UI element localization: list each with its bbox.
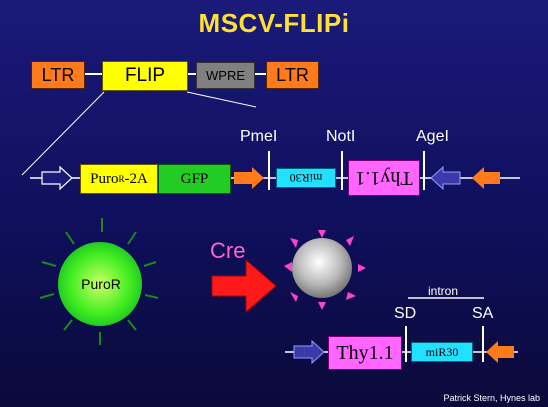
sd-label: SD bbox=[394, 305, 417, 322]
promoter-arrow-blue-icon bbox=[293, 339, 325, 365]
flip-box: FLIP bbox=[102, 61, 188, 91]
promoter-arrow-icon bbox=[41, 165, 73, 191]
promoter-arrow-orange-reverse-bottom-icon bbox=[486, 341, 514, 363]
puro-2a-suffix: -2A bbox=[124, 170, 148, 187]
puror-rays bbox=[39, 218, 159, 345]
promoter-arrow-blue-reverse-icon bbox=[430, 165, 461, 191]
puro-superscript: R bbox=[118, 174, 125, 184]
mir30-box: miR30 bbox=[411, 342, 473, 362]
ltr-left-box: LTR bbox=[31, 61, 85, 89]
thy-box-inverted: Thy1.1 bbox=[348, 160, 420, 196]
ltr-right-box: LTR bbox=[266, 61, 319, 89]
slide-title: MSCV-FLIPi bbox=[198, 8, 350, 38]
sa-label: SA bbox=[472, 305, 494, 322]
thy-box: Thy1.1 bbox=[328, 336, 402, 370]
wpre-box: WPRE bbox=[196, 62, 255, 89]
cre-label: Cre bbox=[210, 238, 246, 263]
red-arrow-icon bbox=[211, 258, 277, 314]
gfp-box: GFP bbox=[158, 164, 231, 194]
pmel-label: PmeI bbox=[240, 128, 278, 145]
intron-label: intron bbox=[428, 284, 459, 298]
grey-cell-icon bbox=[292, 238, 352, 298]
promoter-arrow-orange-reverse-icon bbox=[472, 167, 500, 189]
agel-label: AgeI bbox=[416, 128, 449, 145]
mir30-box-inverted: miR30 bbox=[276, 168, 336, 188]
zoom-line-left bbox=[21, 91, 105, 176]
promoter-arrow-orange-icon bbox=[234, 167, 264, 189]
puro-label: Puro bbox=[90, 170, 119, 187]
cell-icon bbox=[58, 242, 142, 326]
notl-label: NotI bbox=[326, 128, 356, 145]
magenta-markers bbox=[284, 230, 366, 310]
puror-label: PuroR bbox=[81, 276, 121, 292]
credit-text: Patrick Stern, Hynes lab bbox=[443, 393, 540, 403]
zoom-line-right bbox=[186, 91, 257, 108]
